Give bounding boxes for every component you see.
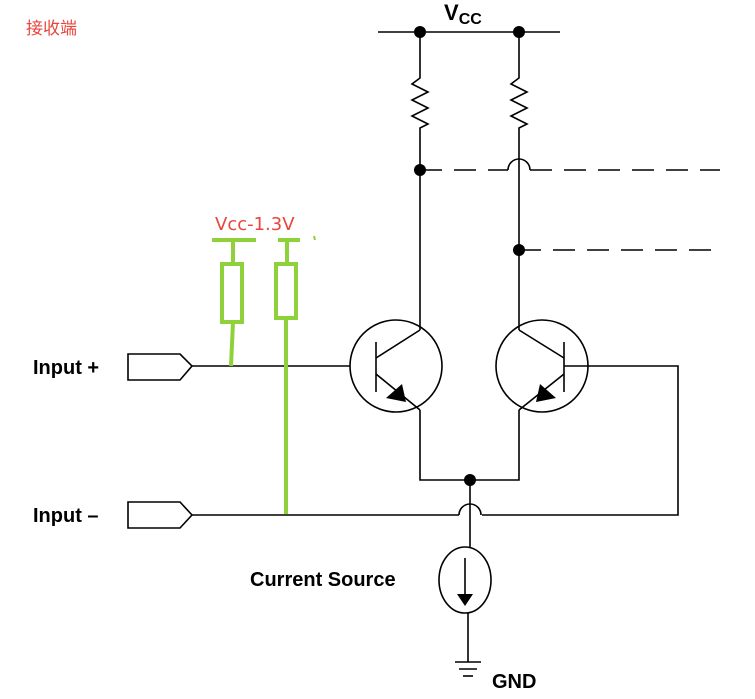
ground-icon	[455, 661, 481, 677]
vcc-label: VCC	[444, 0, 482, 28]
resistor-left	[410, 32, 430, 170]
input-plus-label: Input +	[33, 357, 99, 379]
wire-crossover-upper	[507, 158, 531, 171]
right-base-wire	[482, 365, 679, 516]
input-minus-connector	[127, 501, 194, 529]
current-source-label: Current Source	[250, 569, 396, 591]
input-minus-label: Input –	[33, 505, 99, 527]
threshold-voltage-label: Vcc-1.3V	[215, 214, 295, 235]
resistor-right	[509, 32, 529, 160]
receiver-end-label: 接收端	[26, 19, 77, 39]
gnd-label: GND	[492, 671, 536, 693]
emitter-join-wire	[419, 410, 520, 481]
bias-network	[212, 235, 316, 514]
wire-crossover-lower	[458, 503, 482, 516]
transistor-right	[495, 319, 589, 413]
current-source	[438, 546, 492, 614]
input-plus-connector	[127, 353, 194, 381]
transistor-left	[349, 319, 443, 413]
